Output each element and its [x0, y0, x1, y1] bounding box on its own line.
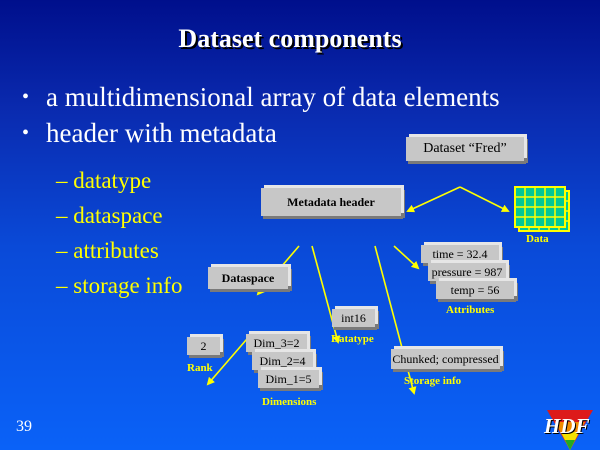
bullet-text: header with metadata — [46, 118, 277, 148]
arrow-dataset-to-metadata — [406, 186, 461, 213]
storage-info-label: Storage info — [404, 375, 462, 387]
attributes-label: Attributes — [446, 304, 495, 316]
attribute-box: pressure = 987 — [428, 263, 506, 281]
attribute-box: temp = 56 — [436, 281, 514, 299]
arrow-dataset-to-data — [459, 186, 510, 212]
rank-box: 2 — [187, 337, 220, 355]
slide-title: Dataset components — [178, 24, 402, 53]
page-number: 39 — [16, 418, 32, 435]
bullet-header: • header with metadata — [22, 118, 277, 149]
bullet-dot-icon: • — [22, 122, 30, 144]
sub-bullet-dataspace: – dataspace — [56, 203, 163, 228]
sub-bullet-datatype: – datatype — [56, 168, 152, 193]
bullet-text: a multidimensional array of data element… — [46, 82, 500, 112]
dimension-box: Dim_2=4 — [252, 352, 313, 370]
bullet-dot-icon: • — [22, 86, 30, 108]
arrow-metadata-to-attributes — [393, 245, 420, 270]
datatype-box: int16 — [332, 309, 375, 327]
metadata-header-box: Metadata header — [261, 188, 401, 216]
data-array-icon — [514, 186, 570, 232]
bullet-array: • a multidimensional array of data elemen… — [22, 82, 500, 113]
sub-bullet-attributes: – attributes — [56, 238, 159, 263]
arrow-dataspace-to-rank — [206, 331, 254, 386]
hdf-logo-icon — [547, 410, 593, 450]
dimensions-label: Dimensions — [262, 396, 317, 408]
attribute-box: time = 32.4 — [421, 245, 499, 263]
storage-info-box: Chunked; compressed — [391, 349, 500, 369]
datatype-label: Datatype — [331, 333, 374, 345]
hdf-logo-text: HDF — [544, 414, 590, 438]
arrow-metadata-to-storage — [374, 245, 417, 395]
arrow-metadata-to-datatype — [311, 245, 341, 344]
data-label: Data — [526, 233, 549, 245]
sub-bullet-storage-info: – storage info — [56, 273, 183, 298]
dimension-box: Dim_3=2 — [246, 334, 307, 352]
dataset-fred-box: Dataset “Fred” — [406, 137, 524, 161]
dimension-box: Dim_1=5 — [258, 370, 319, 388]
rank-label: Rank — [187, 362, 213, 374]
dataspace-box: Dataspace — [208, 267, 288, 289]
